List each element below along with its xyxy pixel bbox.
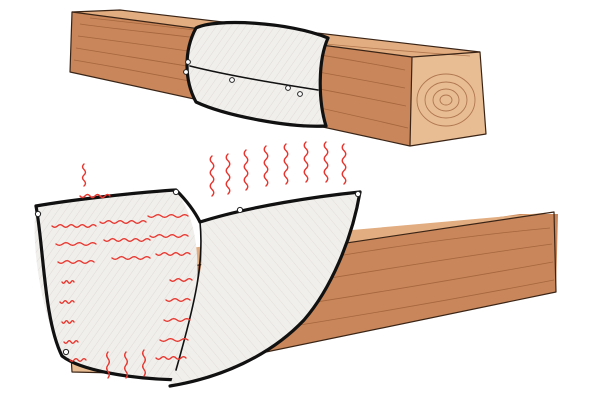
heat-line <box>57 260 95 264</box>
heat-line <box>163 318 191 322</box>
upper-wrap-grommets <box>183 59 303 97</box>
lower-wrap-grommets <box>34 188 362 356</box>
heat-line <box>61 280 75 284</box>
heat-line <box>69 358 87 362</box>
heat-line <box>149 234 189 238</box>
heat-line <box>263 145 269 187</box>
heat-line <box>341 143 347 185</box>
heat-line <box>103 238 151 242</box>
heat-line <box>155 356 187 360</box>
upper-beam-end-rings <box>416 73 476 127</box>
heat-line <box>124 351 128 379</box>
heat-line <box>225 153 231 195</box>
heat-line <box>111 256 151 260</box>
heat-line <box>169 278 193 282</box>
heat-line <box>209 155 215 197</box>
lower-wrap-open <box>34 188 362 388</box>
upper-wrap-sleeve <box>183 20 330 128</box>
heat-line <box>243 149 249 191</box>
heat-line <box>283 143 289 185</box>
heat-line <box>142 349 146 377</box>
heat-line <box>99 220 147 224</box>
upper-beam-end-face <box>410 52 486 146</box>
heat-line <box>165 298 191 302</box>
heat-line <box>303 141 309 183</box>
heat-line <box>51 224 97 228</box>
heat-line <box>155 252 191 256</box>
heat-line <box>63 340 79 344</box>
heat-line <box>59 300 75 304</box>
heat-line <box>81 163 87 187</box>
heat-line <box>323 141 329 183</box>
heat-line <box>61 320 75 324</box>
heat-line <box>106 351 110 379</box>
heat-line <box>55 242 97 246</box>
heat-line <box>79 193 111 199</box>
heat-wave-icon <box>51 141 347 379</box>
heat-line <box>147 214 189 218</box>
heat-line <box>159 338 189 342</box>
